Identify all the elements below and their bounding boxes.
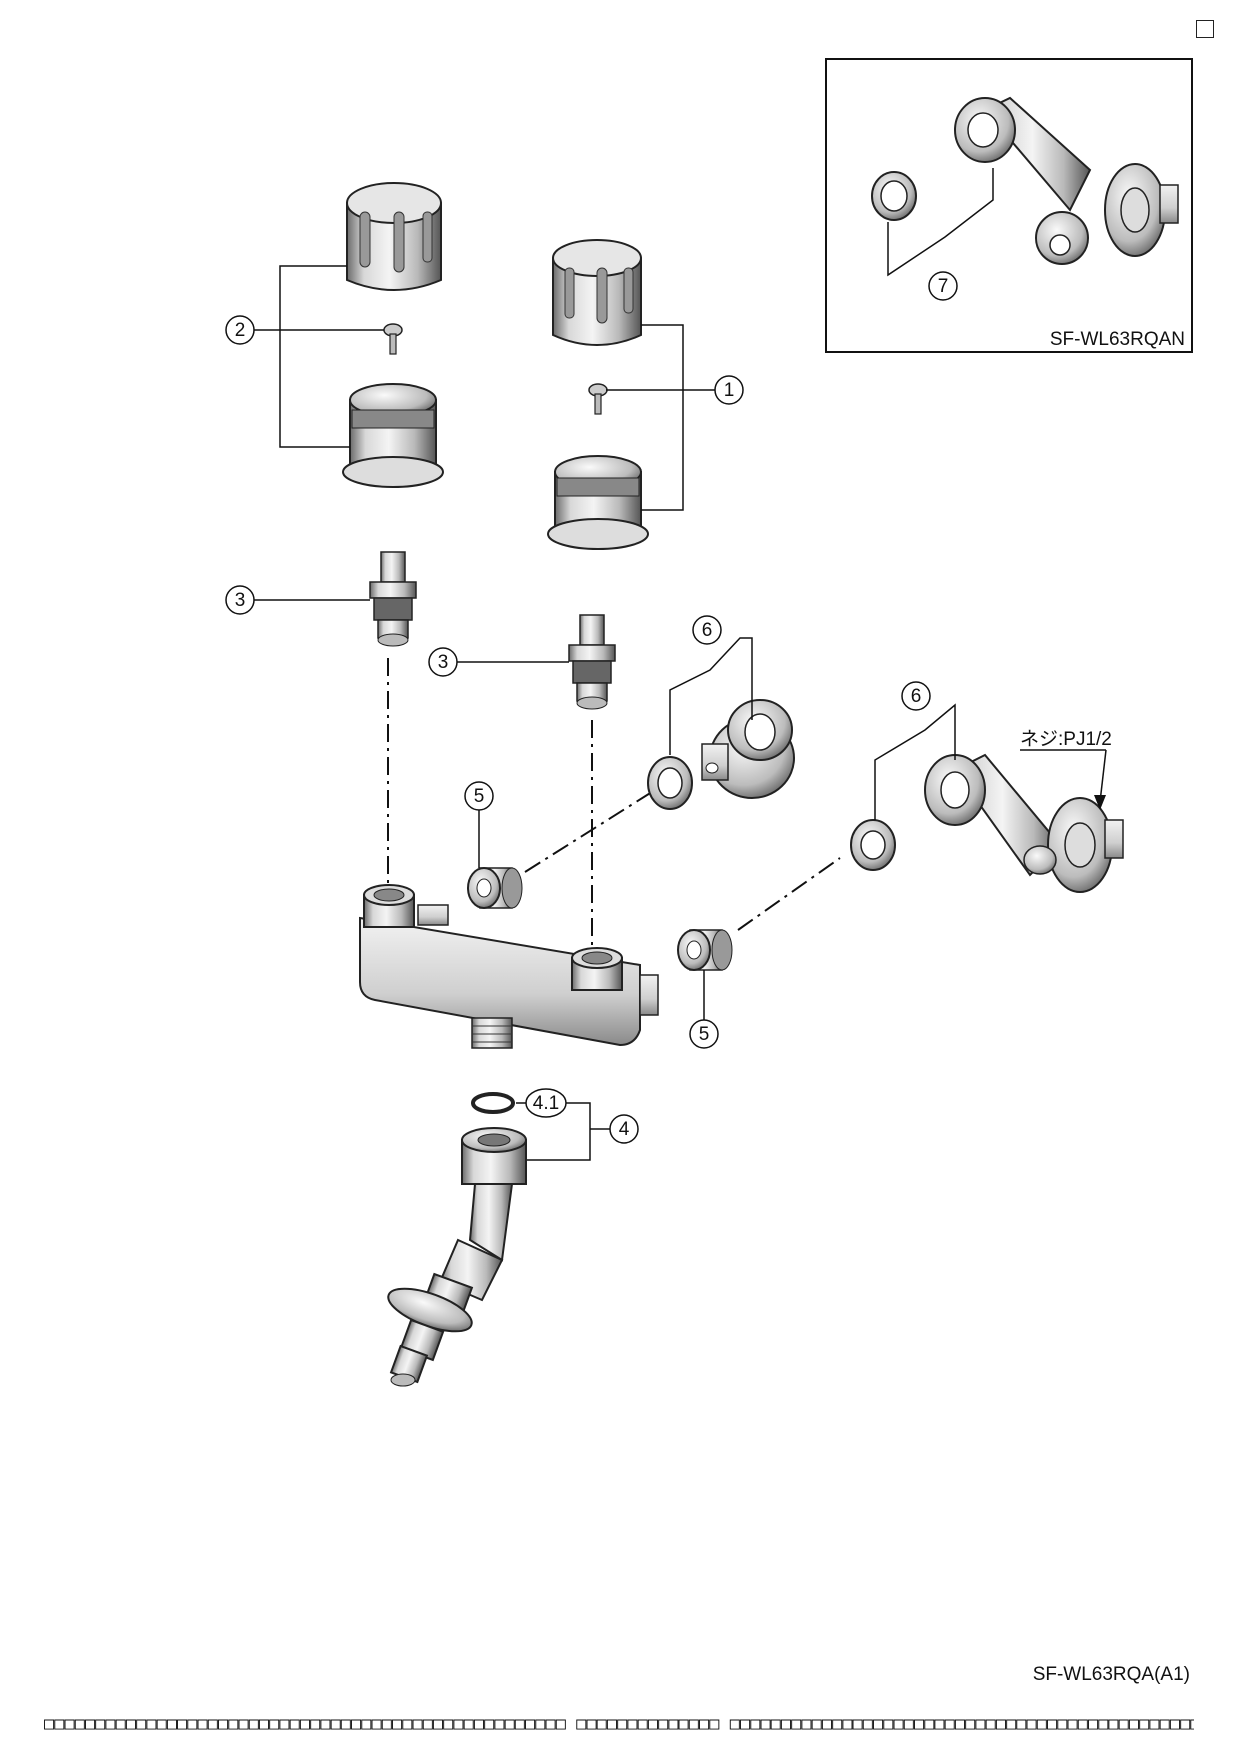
leader-6a [669, 637, 753, 755]
spout-o-ring [471, 1092, 515, 1114]
callout-4-1: 4.1 [525, 1088, 567, 1118]
callout-6b: 6 [901, 681, 931, 711]
callout-7-label: 7 [938, 276, 949, 297]
inset-washer [871, 171, 917, 221]
faucet-body [359, 884, 659, 1049]
callout-6a: 6 [692, 615, 722, 645]
leader-4 [527, 1102, 591, 1161]
right-washer [850, 819, 896, 871]
right-handle-base [547, 455, 649, 550]
callout-5a: 5 [464, 781, 494, 811]
callout-1-label: 1 [724, 380, 735, 401]
spout-assembly [387, 1127, 527, 1387]
callout-6b-label: 6 [911, 686, 922, 707]
callout-4-label: 4 [619, 1119, 630, 1140]
callout-6a-label: 6 [702, 620, 713, 641]
corner-checkbox-mark [1196, 20, 1214, 38]
callout-2-label: 2 [235, 320, 246, 341]
inset-leader-line [887, 168, 994, 277]
inset-panel: 7 SF-WL63RQAN [825, 58, 1193, 353]
left-handle-base [342, 383, 444, 488]
inset-elbow-fitting [954, 96, 1179, 265]
callout-1: 1 [714, 375, 744, 405]
left-valve-axis-line [524, 789, 656, 873]
leader-1 [641, 324, 684, 511]
inset-frame [825, 58, 1193, 353]
inset-model-code: SF-WL63RQAN [1050, 329, 1185, 350]
footer-text: □□□□□□□□□□□□□□□□□□□□□□□□□□□□□□□□□□□□□□□□… [44, 1714, 1194, 1734]
left-cartridge [369, 551, 417, 647]
callout-4-1-label: 4.1 [533, 1093, 559, 1114]
callout-7: 7 [928, 271, 958, 301]
callout-3a-label: 3 [235, 590, 246, 611]
thread-note-arrow [1099, 749, 1107, 803]
left-handle-cap [346, 182, 442, 291]
leader-6b [874, 703, 956, 820]
right-handle-screw [588, 383, 608, 415]
callout-4: 4 [609, 1114, 639, 1144]
left-washer [647, 756, 693, 810]
callout-3b: 3 [428, 647, 458, 677]
right-cartridge [568, 614, 616, 710]
leader-2 [279, 265, 350, 448]
right-elbow-fitting [924, 753, 1124, 893]
callout-3a: 3 [225, 585, 255, 615]
thread-note: ネジ:PJ1/2 [1020, 729, 1112, 750]
left-handle-screw [383, 323, 403, 355]
callout-5b: 5 [689, 1019, 719, 1049]
right-check-valve [677, 929, 733, 971]
model-code: SF-WL63RQA(A1) [1033, 1664, 1190, 1685]
callout-5a-label: 5 [474, 786, 485, 807]
thread-note-arrowhead [1094, 795, 1106, 810]
callout-5b-label: 5 [699, 1024, 710, 1045]
right-valve-axis-line [737, 857, 841, 931]
callout-2: 2 [225, 315, 255, 345]
left-union-fitting [701, 699, 795, 799]
right-handle-cap [552, 239, 642, 346]
callout-3b-label: 3 [438, 652, 449, 673]
left-check-valve [467, 867, 523, 909]
